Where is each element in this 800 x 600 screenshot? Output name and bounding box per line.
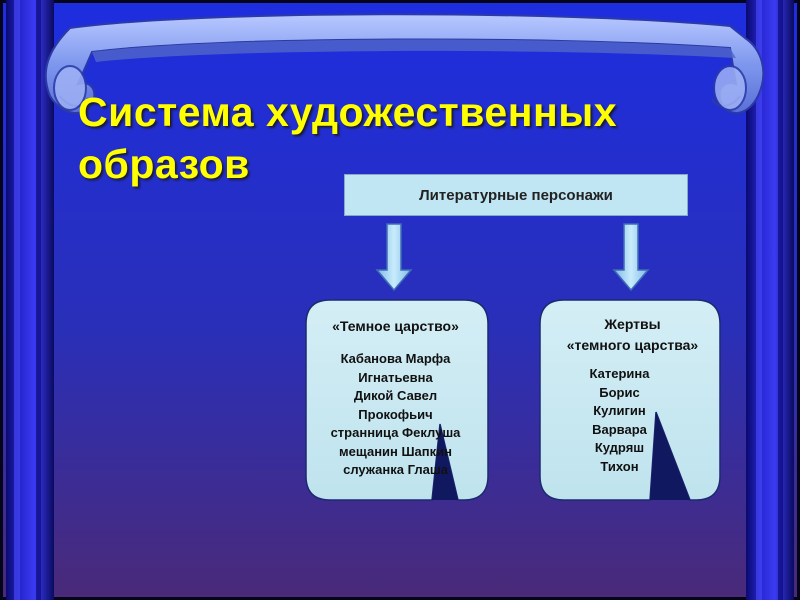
victims-panel bbox=[539, 299, 721, 501]
group-heading: «темного царства» bbox=[566, 337, 699, 353]
arrow-down-icon bbox=[612, 223, 650, 292]
list-item: Дикой Савел bbox=[353, 388, 438, 403]
list-item: Борис bbox=[599, 384, 640, 400]
group-heading: «Темное царство» bbox=[332, 318, 459, 334]
left-pillar bbox=[6, 0, 54, 600]
page-title: Система художественных образов bbox=[78, 89, 618, 187]
group-items: Катерина Борис Кулигин Варвара Кудряш Ти… bbox=[514, 365, 725, 476]
list-item: Кулигин bbox=[593, 403, 646, 418]
group-items: Кабанова Марфа Игнатьевна Дикой Савел Пр… bbox=[303, 350, 488, 480]
list-item: Кабанова Марфа bbox=[340, 351, 451, 366]
list-item: мещанин Шапкин bbox=[338, 443, 452, 459]
list-item: Кудряш bbox=[594, 440, 645, 455]
list-item: Прокофьич bbox=[358, 406, 433, 422]
dark-kingdom-text: «Темное царство» Кабанова Марфа Игнатьев… bbox=[303, 316, 488, 480]
scroll-banner bbox=[44, 13, 765, 114]
list-item: Игнатьевна bbox=[358, 369, 433, 385]
root-node-label: Литературные персонажи bbox=[419, 186, 613, 204]
list-item: служанка Глаша bbox=[343, 462, 448, 477]
list-item: Варвара bbox=[592, 421, 647, 437]
arrow-down-icon bbox=[375, 223, 413, 292]
list-item: Тихон bbox=[600, 458, 639, 474]
list-item: странница Феклуша bbox=[330, 425, 461, 440]
dark-kingdom-panel bbox=[305, 299, 489, 501]
root-node: Литературные персонажи bbox=[344, 174, 688, 216]
victims-text: Жертвы «темного царства» Катерина Борис … bbox=[540, 314, 725, 476]
list-item: Катерина bbox=[589, 366, 650, 381]
group-heading: Жертвы bbox=[604, 316, 661, 332]
